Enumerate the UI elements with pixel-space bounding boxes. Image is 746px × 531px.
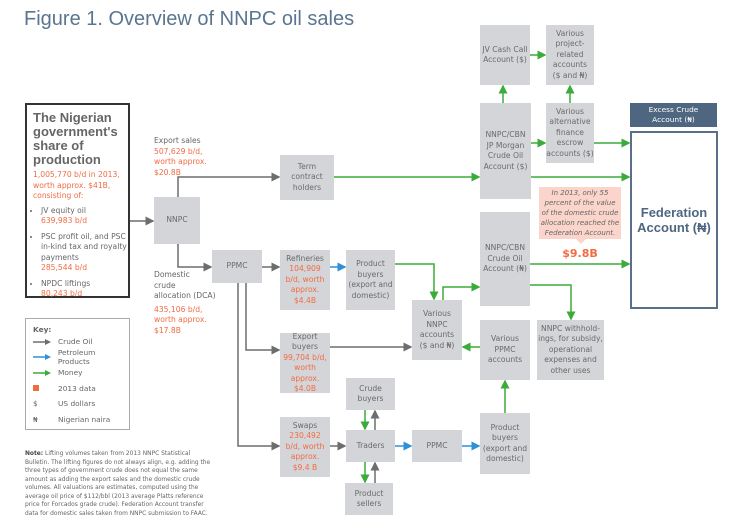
list-item: PSC profit oil, and PSC in-kind tax and … — [41, 232, 128, 274]
node-product-buyers-2: Product buyers (export and domestic) — [480, 413, 530, 474]
node-cbn-naira-account: NNPC/CBN Crude Oil Account (₦) — [480, 212, 530, 306]
node-crude-buyers: Crude buyers — [346, 378, 395, 410]
callout-value: $9.8B — [562, 247, 598, 260]
arrow-nnpc-to-ppmc — [177, 244, 213, 272]
green-arrow-icon — [33, 369, 53, 376]
node-nnpc: NNPC — [154, 197, 200, 244]
arrow-cbn-to-withholdings — [530, 284, 576, 321]
node-jp-morgan-account: NNPC/CBN JP Morgan Crude Oil Account ($) — [480, 103, 531, 199]
government-summary: 1,005,770 b/d in 2013, worth approx. $41… — [33, 170, 120, 200]
node-ppmc: PPMC — [212, 250, 262, 283]
node-excess-crude-account: Excess Crude Account (₦) — [630, 103, 717, 127]
node-various-nnpc-accounts: Various NNPC accounts ($ and ₦) — [412, 300, 462, 360]
node-product-sellers: Product sellers — [345, 483, 393, 515]
node-various-ppmc-accounts: Various PPMC accounts — [480, 320, 530, 380]
node-product-buyers: Product buyers (export and domestic) — [346, 250, 395, 310]
government-heading: The Nigerian government's share of produ… — [33, 110, 118, 167]
node-federation-account: Federation Account (₦) — [630, 131, 718, 309]
arrow-nnpc-to-term — [177, 172, 281, 197]
legend-heading: Key: — [33, 325, 52, 334]
legend-item-naira: ₦Nigerian naira — [33, 414, 111, 424]
legend-item-crude: Crude Oil — [26, 334, 129, 350]
legend-item-dollars: $US dollars — [33, 399, 96, 409]
legend: Key: Crude Oil Petroleum Products Money … — [25, 318, 130, 430]
node-project-accounts: Various project- related accounts ($ and… — [546, 25, 594, 85]
arrow-buyers-to-nnpc-accounts — [395, 263, 439, 301]
callout-note: In 2013, only 55 percent of the value of… — [539, 187, 621, 244]
node-traders: Traders — [346, 430, 395, 462]
node-nnpc-withholdings: NNPC withhold- ings, for subsidy, operat… — [537, 320, 604, 380]
node-jv-cash-call: JV Cash Call Account ($) — [480, 25, 530, 85]
dollar-icon: $ — [33, 399, 38, 409]
node-ppmc-2: PPMC — [412, 430, 462, 462]
arrow-nnpc-accounts-to-cbn — [442, 282, 481, 300]
node-alternative-finance: Various alternative finance escrow accou… — [546, 103, 594, 163]
blue-arrow-icon — [33, 354, 53, 361]
government-share-box: The Nigerian government's share of produ… — [25, 103, 130, 298]
legend-item-money: Money — [26, 365, 129, 381]
legend-item-products: Petroleum Products — [26, 348, 129, 366]
naira-icon: ₦ — [33, 414, 38, 424]
figure-title: Figure 1. Overview of NNPC oil sales — [24, 8, 355, 30]
arrow-ppmc-to-export-buyers — [245, 283, 281, 355]
node-term-contract-holders: Term contract holders — [280, 155, 334, 200]
orange-square-icon — [33, 385, 53, 392]
arrow-ppmc-to-swaps — [237, 283, 281, 451]
legend-item-data: 2013 data — [26, 381, 129, 397]
gray-arrow-icon — [33, 338, 53, 345]
footnote: Note: Lifting volumes taken from 2013 NN… — [25, 451, 211, 517]
domestic-allocation-label: Domestic crude allocation (DCA)435,106 b… — [154, 270, 216, 335]
